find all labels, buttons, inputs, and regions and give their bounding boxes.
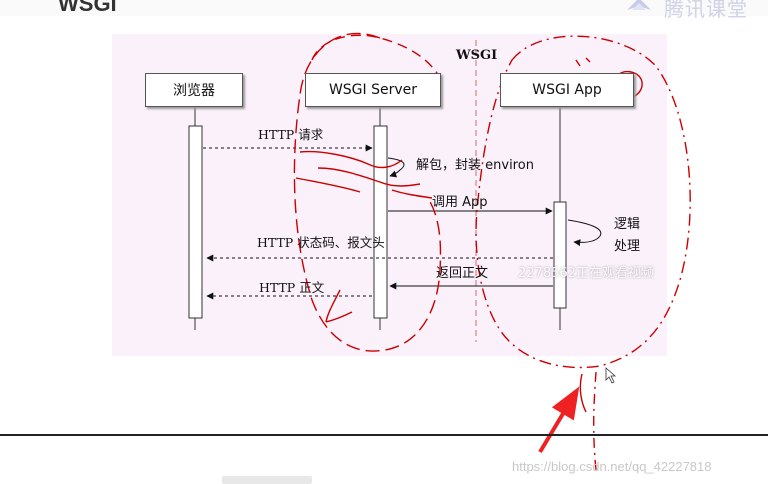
app-actor-box: WSGI App (500, 73, 634, 107)
bottom-rule (0, 434, 768, 436)
server-activation (373, 125, 388, 319)
unpack-label: 解包，封装 environ (416, 158, 534, 173)
logic-label-line2: 处理 (614, 239, 641, 254)
underline-squiggle-4 (391, 189, 433, 199)
app-activation (553, 201, 567, 309)
app-actor-label: WSGI App (532, 82, 602, 98)
dot-annotation (575, 57, 591, 67)
top-strip (0, 0, 768, 16)
browser-actor-box: 浏览器 (145, 73, 243, 107)
page-title: WSGI (58, 0, 117, 16)
server-actor-box: WSGI Server (305, 73, 441, 107)
mouse-cursor-icon (605, 367, 617, 384)
call-app-label: 调用 App (432, 195, 488, 210)
hook-annotation (325, 289, 353, 323)
browser-activation (188, 125, 203, 319)
http-status-label: HTTP 状态码、报文头 (257, 235, 385, 250)
watermark-logo-text: 腾讯课堂 (664, 0, 748, 21)
server-circle-top (311, 34, 441, 79)
logic-self-arrow (567, 219, 602, 247)
return-body-label: 返回正文 (436, 266, 489, 281)
server-circle-annotation (293, 32, 442, 352)
http-request-label: HTTP 请求 (258, 127, 324, 142)
bottom-dash-annotation (592, 371, 597, 471)
logic-label-line1: 逻辑 (614, 217, 641, 232)
csdn-watermark: https://blog.csdn.net/qq_42227818 (512, 459, 712, 474)
wsgi-section-label: WSGI (456, 48, 498, 63)
underline-squiggle-2 (317, 167, 421, 187)
server-actor-label: WSGI Server (328, 82, 418, 98)
app-circle-annotation (475, 35, 691, 369)
viewer-watermark: 2278562正在观看视频 (518, 266, 654, 281)
browser-actor-label: 浏览器 (173, 83, 215, 99)
red-pointer-arrow-icon (538, 386, 580, 454)
bottom-small-curve (579, 373, 587, 413)
bottom-scrollbar[interactable] (222, 476, 312, 484)
underline-squiggle-3 (295, 177, 361, 193)
underline-squiggle-1 (299, 150, 403, 169)
red-annotations (293, 32, 691, 471)
tencent-classroom-logo-icon (627, 0, 651, 10)
unpack-self-arrow (387, 157, 405, 178)
http-body-label: HTTP 正文 (259, 280, 325, 295)
